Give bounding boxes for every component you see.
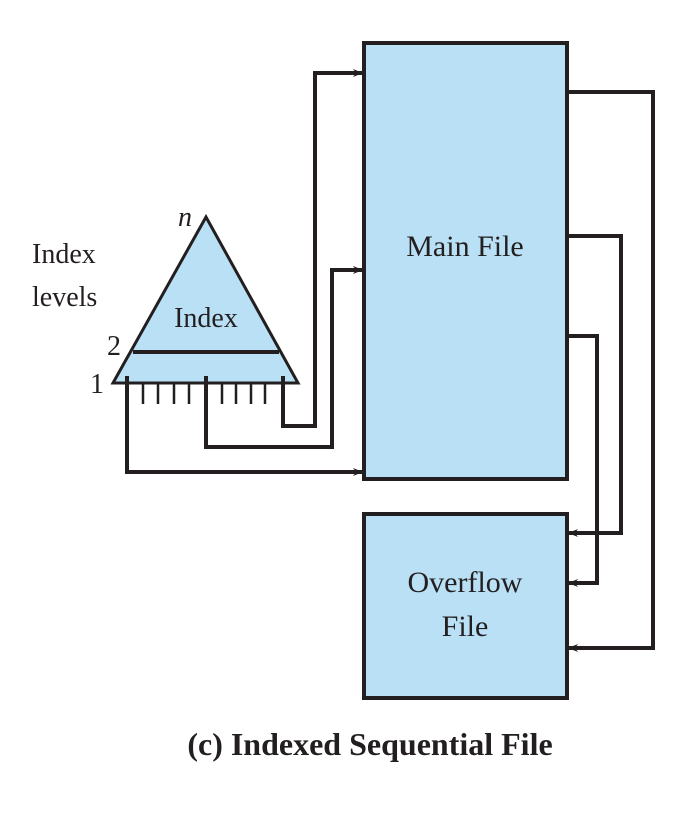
index-pointer-arrow-1: [281, 69, 363, 428]
overflow-pointer-arrow-1: [567, 90, 655, 652]
overflow-file-box: Overflow File: [362, 512, 569, 700]
main-file-label: Main File: [406, 230, 524, 263]
index-levels-label-line1: Index: [32, 239, 96, 270]
level-2-label: 2: [107, 331, 121, 362]
level-1-label: 1: [90, 369, 104, 400]
index-pointer-arrow-2: [204, 266, 363, 449]
index-entry-ticks: [141, 384, 267, 404]
index-triangle-label: Index: [174, 303, 238, 334]
main-file-box: Main File: [362, 41, 569, 481]
figure-caption: (c) Indexed Sequential File: [187, 726, 552, 762]
index-triangle: Index: [110, 213, 301, 385]
index-pointer-arrow-3: [125, 376, 363, 476]
top-level-label-n: n: [178, 202, 192, 233]
overflow-file-label-line2: File: [442, 610, 489, 643]
overflow-pointer-arrow-3: [567, 334, 599, 587]
overflow-pointer-arrow-2: [567, 234, 623, 537]
index-levels-label-line2: levels: [32, 282, 97, 313]
overflow-file-label-line1: Overflow: [408, 566, 523, 599]
